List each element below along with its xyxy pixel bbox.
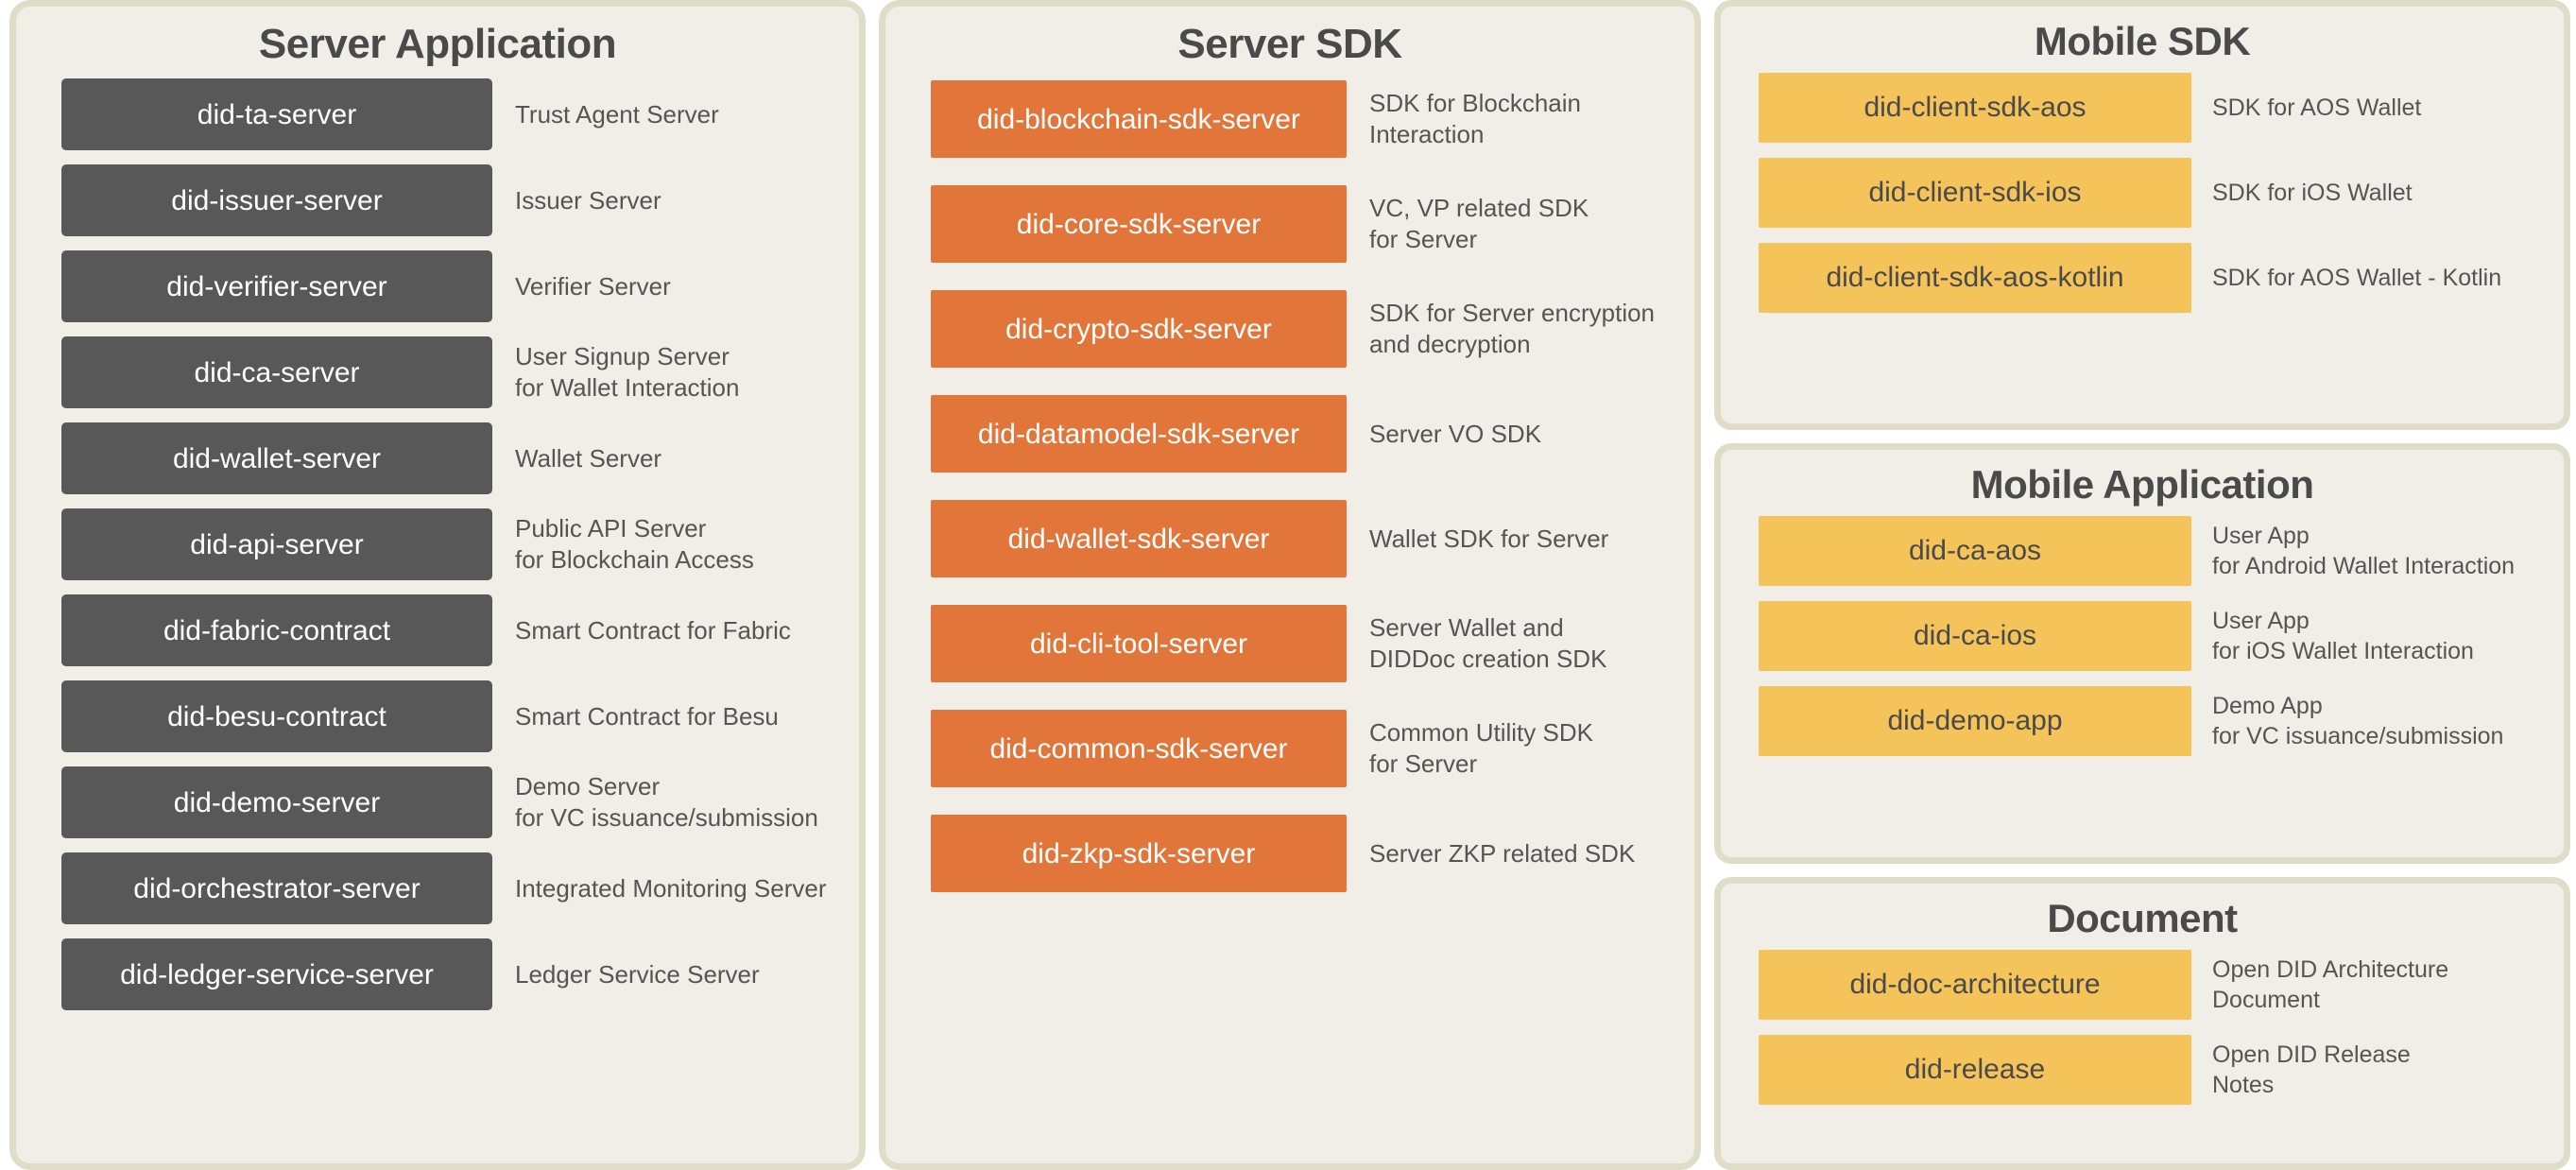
panel-title-mobile-sdk: Mobile SDK (2034, 19, 2251, 63)
component-chip-did-wallet-server[interactable]: did-wallet-server (61, 422, 492, 495)
component-chip-did-ta-server[interactable]: did-ta-server (61, 78, 492, 151)
list-item[interactable]: did-besu-contract Smart Contract for Bes… (16, 680, 859, 753)
component-chip-did-client-sdk-aos-kotlin[interactable]: did-client-sdk-aos-kotlin (1759, 243, 2191, 314)
component-chip-did-client-sdk-aos[interactable]: did-client-sdk-aos (1759, 73, 2191, 144)
component-chip-did-verifier-server[interactable]: did-verifier-server (61, 250, 492, 323)
component-description: Trust Agent Server (515, 99, 719, 129)
item-list-server-sdk: did-blockchain-sdk-server SDK for Blockc… (885, 77, 1694, 1163)
component-chip-did-ca-server[interactable]: did-ca-server (61, 336, 492, 409)
component-description: VC, VP related SDK for Server (1369, 194, 1589, 254)
list-item[interactable]: did-common-sdk-server Common Utility SDK… (885, 710, 1694, 788)
component-chip-did-blockchain-sdk-server[interactable]: did-blockchain-sdk-server (931, 80, 1347, 159)
component-description: SDK for Server encryption and decryption (1369, 299, 1656, 359)
list-item[interactable]: did-datamodel-sdk-server Server VO SDK (885, 395, 1694, 473)
list-item[interactable]: did-client-sdk-aos-kotlin SDK for AOS Wa… (1721, 243, 2564, 314)
list-item[interactable]: did-verifier-server Verifier Server (16, 250, 859, 323)
component-chip-did-api-server[interactable]: did-api-server (61, 508, 492, 581)
list-item[interactable]: did-blockchain-sdk-server SDK for Blockc… (885, 80, 1694, 159)
list-item[interactable]: did-release Open DID Release Notes (1721, 1035, 2564, 1106)
component-chip-did-ca-ios[interactable]: did-ca-ios (1759, 601, 2191, 672)
column-server-sdk: Server SDK did-blockchain-sdk-server SDK… (879, 0, 1701, 1170)
component-chip-did-ca-aos[interactable]: did-ca-aos (1759, 516, 2191, 587)
list-item[interactable]: did-ca-server User Signup Server for Wal… (16, 336, 859, 409)
list-item[interactable]: did-orchestrator-server Integrated Monit… (16, 852, 859, 925)
component-description: SDK for iOS Wallet (2212, 180, 2413, 207)
component-description: Server VO SDK (1369, 419, 1542, 448)
item-list-mobile-sdk: did-client-sdk-aos SDK for AOS Wallet di… (1721, 71, 2564, 423)
list-item[interactable]: did-crypto-sdk-server SDK for Server enc… (885, 290, 1694, 369)
component-description: Common Utility SDK for Server (1369, 718, 1593, 779)
component-chip-did-demo-server[interactable]: did-demo-server (61, 766, 492, 839)
component-description: User App for Android Wallet Interaction (2212, 523, 2516, 580)
list-item[interactable]: did-ta-server Trust Agent Server (16, 78, 859, 151)
component-chip-did-cli-tool-server[interactable]: did-cli-tool-server (931, 605, 1347, 683)
component-description: Smart Contract for Besu (515, 701, 779, 731)
panel-title-server-application: Server Application (258, 21, 617, 67)
panel-mobile-sdk: Mobile SDK did-client-sdk-aos SDK for AO… (1714, 0, 2570, 430)
list-item[interactable]: did-fabric-contract Smart Contract for F… (16, 594, 859, 667)
panel-title-mobile-application: Mobile Application (1970, 462, 2314, 507)
component-chip-did-ledger-service-server[interactable]: did-ledger-service-server (61, 938, 492, 1011)
component-chip-did-besu-contract[interactable]: did-besu-contract (61, 680, 492, 753)
component-chip-did-orchestrator-server[interactable]: did-orchestrator-server (61, 852, 492, 925)
component-chip-did-datamodel-sdk-server[interactable]: did-datamodel-sdk-server (931, 395, 1347, 473)
panel-title-document: Document (2047, 896, 2238, 940)
panel-document: Document did-doc-architecture Open DID A… (1714, 877, 2570, 1170)
component-description: Ledger Service Server (515, 959, 760, 989)
panel-server-application: Server Application did-ta-server Trust A… (9, 0, 866, 1170)
component-chip-did-crypto-sdk-server[interactable]: did-crypto-sdk-server (931, 290, 1347, 369)
component-chip-did-release[interactable]: did-release (1759, 1035, 2191, 1106)
list-item[interactable]: did-issuer-server Issuer Server (16, 164, 859, 237)
component-description: User App for iOS Wallet Interaction (2212, 608, 2474, 665)
list-item[interactable]: did-demo-server Demo Server for VC issua… (16, 766, 859, 839)
component-chip-did-fabric-contract[interactable]: did-fabric-contract (61, 594, 492, 667)
component-description: Public API Server for Blockchain Access (515, 514, 754, 575)
component-chip-did-issuer-server[interactable]: did-issuer-server (61, 164, 492, 237)
component-description: SDK for AOS Wallet (2212, 95, 2422, 122)
component-chip-did-core-sdk-server[interactable]: did-core-sdk-server (931, 185, 1347, 264)
panel-title-server-sdk: Server SDK (1177, 21, 1402, 67)
component-description: Issuer Server (515, 185, 661, 215)
component-description: Open DID Release Notes (2212, 1041, 2411, 1099)
item-list-server-application: did-ta-server Trust Agent Server did-iss… (16, 77, 859, 1163)
component-description: Server Wallet and DIDDoc creation SDK (1369, 613, 1607, 674)
list-item[interactable]: did-core-sdk-server VC, VP related SDK f… (885, 185, 1694, 264)
list-item[interactable]: did-ca-ios User App for iOS Wallet Inter… (1721, 601, 2564, 672)
list-item[interactable]: did-zkp-sdk-server Server ZKP related SD… (885, 815, 1694, 893)
list-item[interactable]: did-cli-tool-server Server Wallet and DI… (885, 605, 1694, 683)
list-item[interactable]: did-client-sdk-ios SDK for iOS Wallet (1721, 158, 2564, 229)
component-description: Demo Server for VC issuance/submission (515, 772, 818, 833)
item-list-mobile-application: did-ca-aos User App for Android Wallet I… (1721, 514, 2564, 857)
list-item[interactable]: did-ledger-service-server Ledger Service… (16, 938, 859, 1011)
component-description: Open DID Architecture Document (2212, 956, 2449, 1014)
component-description: Wallet SDK for Server (1369, 524, 1609, 553)
component-chip-did-wallet-sdk-server[interactable]: did-wallet-sdk-server (931, 500, 1347, 578)
list-item[interactable]: did-demo-app Demo App for VC issuance/su… (1721, 686, 2564, 757)
column-mobile-and-document: Mobile SDK did-client-sdk-aos SDK for AO… (1714, 0, 2570, 1170)
list-item[interactable]: did-client-sdk-aos SDK for AOS Wallet (1721, 73, 2564, 144)
component-chip-did-client-sdk-ios[interactable]: did-client-sdk-ios (1759, 158, 2191, 229)
component-description: User Signup Server for Wallet Interactio… (515, 342, 740, 403)
panel-mobile-application: Mobile Application did-ca-aos User App f… (1714, 443, 2570, 864)
component-chip-did-demo-app[interactable]: did-demo-app (1759, 686, 2191, 757)
component-description: Verifier Server (515, 271, 671, 301)
list-item[interactable]: did-wallet-sdk-server Wallet SDK for Ser… (885, 500, 1694, 578)
component-chip-did-doc-architecture[interactable]: did-doc-architecture (1759, 950, 2191, 1021)
component-chip-did-zkp-sdk-server[interactable]: did-zkp-sdk-server (931, 815, 1347, 893)
list-item[interactable]: did-wallet-server Wallet Server (16, 422, 859, 495)
component-description: SDK for Blockchain Interaction (1369, 89, 1581, 149)
item-list-document: did-doc-architecture Open DID Architectu… (1721, 948, 2564, 1163)
component-description: Demo App for VC issuance/submission (2212, 693, 2504, 750)
component-description: SDK for AOS Wallet - Kotlin (2212, 265, 2502, 292)
component-description: Integrated Monitoring Server (515, 873, 827, 903)
component-description: Smart Contract for Fabric (515, 615, 791, 645)
component-chip-did-common-sdk-server[interactable]: did-common-sdk-server (931, 710, 1347, 788)
list-item[interactable]: did-doc-architecture Open DID Architectu… (1721, 950, 2564, 1021)
list-item[interactable]: did-api-server Public API Server for Blo… (16, 508, 859, 581)
component-description: Wallet Server (515, 443, 662, 473)
list-item[interactable]: did-ca-aos User App for Android Wallet I… (1721, 516, 2564, 587)
component-description: Server ZKP related SDK (1369, 838, 1636, 868)
column-server-application: Server Application did-ta-server Trust A… (9, 0, 866, 1170)
panel-server-sdk: Server SDK did-blockchain-sdk-server SDK… (879, 0, 1701, 1170)
